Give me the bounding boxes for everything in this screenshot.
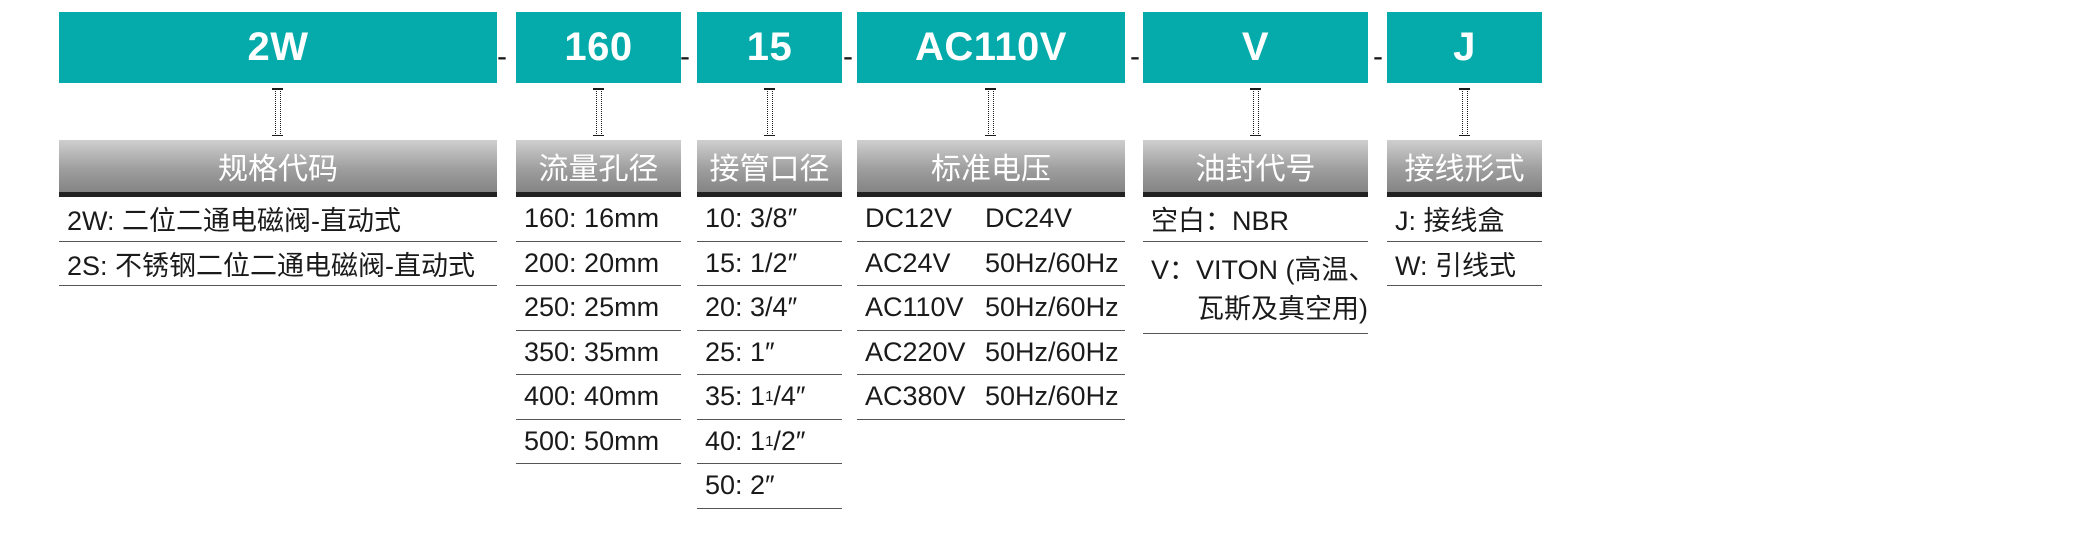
heading-underline bbox=[516, 192, 681, 197]
flow-rows: 160: 16mm 200: 20mm 250: 25mm 350: 35mm … bbox=[516, 197, 681, 464]
code-box-voltage: AC110V bbox=[857, 12, 1125, 83]
code-box-flow: 160 bbox=[516, 12, 681, 83]
leader-line bbox=[763, 88, 775, 136]
list-item: 400: 40mm bbox=[516, 375, 681, 420]
voltage-value: DC12V bbox=[865, 203, 953, 234]
voltage-frequency: 50Hz/60Hz bbox=[985, 292, 1119, 323]
heading-underline bbox=[1143, 192, 1368, 197]
voltage-value: AC380V bbox=[865, 381, 966, 412]
code-box-wiring: J bbox=[1387, 12, 1542, 83]
list-item: 15: 1/2″ bbox=[697, 242, 842, 286]
leader-line bbox=[1458, 88, 1470, 136]
voltage-frequency: 50Hz/60Hz bbox=[985, 381, 1119, 412]
list-item: W: 引线式 bbox=[1387, 242, 1542, 286]
leader-line bbox=[1249, 88, 1261, 136]
leader-line bbox=[272, 88, 283, 136]
code-box-pipe: 15 bbox=[697, 12, 842, 83]
list-item: 2S: 不锈钢二位二通电磁阀-直动式 bbox=[59, 242, 497, 286]
voltage-value: AC110V bbox=[865, 292, 964, 323]
code-box-seal: V bbox=[1143, 12, 1368, 83]
heading-flow-orifice: 流量孔径 bbox=[516, 140, 681, 192]
separator-dash: - bbox=[680, 40, 690, 73]
list-item: 350: 35mm bbox=[516, 331, 681, 375]
list-item: 25: 1″ bbox=[697, 331, 842, 375]
size-whole: 35: 1 bbox=[705, 381, 766, 412]
separator-dash: - bbox=[497, 40, 507, 73]
list-item: 200: 20mm bbox=[516, 242, 681, 286]
voltage-frequency: 50Hz/60Hz bbox=[985, 336, 1119, 367]
separator-dash: - bbox=[1130, 40, 1140, 73]
table-row: AC110V 50Hz/60Hz bbox=[857, 286, 1125, 331]
separator-dash: - bbox=[843, 40, 853, 73]
table-row: AC220V 50Hz/60Hz bbox=[857, 331, 1125, 375]
code-box-spec: 2W bbox=[59, 12, 497, 83]
seal-rows: 空白：NBR V：VITON (高温、 瓦斯及真空用) bbox=[1143, 197, 1376, 334]
heading-seal-code: 油封代号 bbox=[1143, 140, 1368, 192]
voltage-frequency: DC24V bbox=[985, 203, 1073, 234]
size-whole: 40: 1 bbox=[705, 425, 766, 456]
voltage-value: AC24V bbox=[865, 247, 951, 278]
heading-underline bbox=[697, 192, 842, 197]
heading-wiring-type: 接线形式 bbox=[1387, 140, 1542, 192]
size-fraction-numerator: 1 bbox=[765, 388, 774, 406]
list-item: J: 接线盒 bbox=[1387, 197, 1542, 242]
table-row: AC24V 50Hz/60Hz bbox=[857, 242, 1125, 286]
table-row: AC380V 50Hz/60Hz bbox=[857, 375, 1125, 420]
list-item: 10: 3/8″ bbox=[697, 197, 842, 242]
voltage-rows: DC12V DC24V AC24V 50Hz/60Hz AC110V 50Hz/60H… bbox=[857, 197, 1125, 420]
leader-line bbox=[985, 88, 996, 136]
heading-underline bbox=[1387, 192, 1542, 197]
heading-standard-voltage: 标准电压 bbox=[857, 140, 1125, 192]
heading-underline bbox=[59, 192, 497, 197]
list-item: V：VITON (高温、 瓦斯及真空用) bbox=[1143, 242, 1376, 334]
separator-dash: - bbox=[1373, 40, 1383, 73]
seal-option-line: V：VITON (高温、 bbox=[1151, 255, 1376, 285]
table-row: DC12V DC24V bbox=[857, 197, 1125, 242]
size-fraction-numerator: 1 bbox=[765, 432, 774, 450]
seal-option-note: 瓦斯及真空用) bbox=[1197, 294, 1368, 324]
voltage-value: AC220V bbox=[865, 336, 966, 367]
heading-pipe-diameter: 接管口径 bbox=[697, 140, 842, 192]
size-fraction-rest: /2″ bbox=[773, 425, 806, 456]
size-fraction-rest: /4″ bbox=[773, 381, 806, 412]
voltage-frequency: 50Hz/60Hz bbox=[985, 247, 1119, 278]
heading-spec-code: 规格代码 bbox=[59, 140, 497, 192]
heading-underline bbox=[857, 192, 1125, 197]
list-item: 50: 2″ bbox=[697, 464, 842, 509]
list-item: 20: 3/4″ bbox=[697, 286, 842, 331]
list-item: 500: 50mm bbox=[516, 420, 681, 464]
list-item: 空白：NBR bbox=[1143, 197, 1368, 242]
list-item: 250: 25mm bbox=[516, 286, 681, 331]
list-item: 160: 16mm bbox=[516, 197, 681, 242]
leader-line bbox=[592, 88, 604, 136]
spec-rows: 2W: 二位二通电磁阀-直动式 2S: 不锈钢二位二通电磁阀-直动式 bbox=[59, 197, 497, 286]
list-item: 2W: 二位二通电磁阀-直动式 bbox=[59, 197, 497, 242]
wiring-rows: J: 接线盒 W: 引线式 bbox=[1387, 197, 1542, 286]
